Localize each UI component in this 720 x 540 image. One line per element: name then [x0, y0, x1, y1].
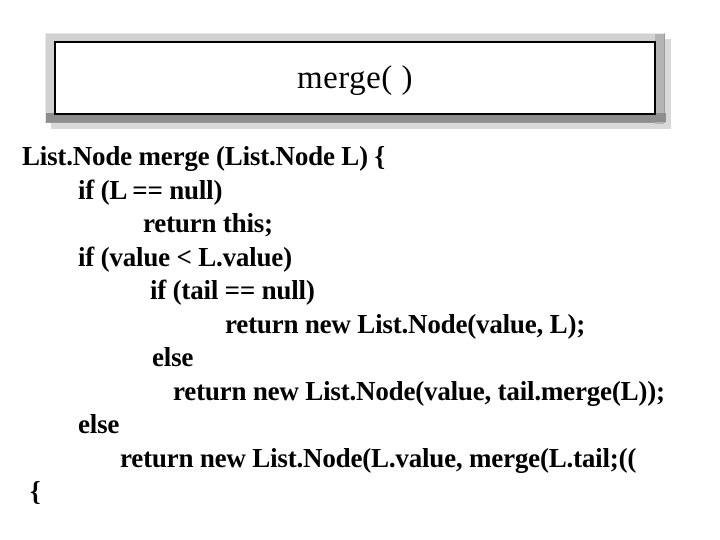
page-title: merge( )	[296, 59, 414, 96]
title-box-bevel-bottom	[46, 113, 666, 122]
code-line: return new List.Node(value, L);	[225, 308, 586, 339]
title-box-bevel-right	[655, 34, 664, 124]
code-line: if (L == null)	[78, 174, 223, 205]
code-line: return this;	[143, 208, 273, 238]
code-line: else	[152, 342, 194, 372]
title-box: merge( )	[45, 33, 671, 129]
code-line: return new List.Node(value, tail.merge(L…	[173, 375, 665, 406]
code-line: List.Node merge (List.Node L) {	[22, 141, 385, 171]
code-line: return new List.Node(L.value, merge(L.ta…	[120, 442, 637, 473]
code-line: {	[30, 476, 41, 506]
code-listing: List.Node merge (List.Node L) {if (L == …	[0, 140, 720, 509]
code-line: if (value < L.value)	[78, 241, 292, 272]
code-line: else	[78, 409, 120, 439]
code-line: if (tail == null)	[150, 275, 315, 305]
title-box-inner-panel: merge( )	[54, 41, 656, 115]
